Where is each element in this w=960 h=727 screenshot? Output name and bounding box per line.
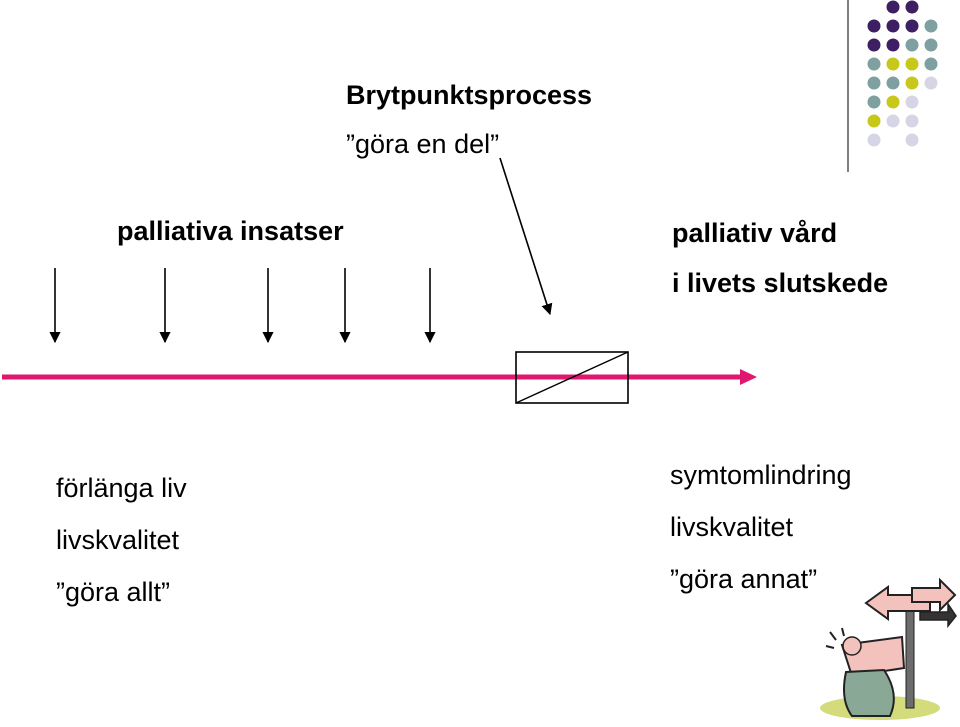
corner-dot <box>886 38 900 52</box>
corner-dot <box>886 57 900 71</box>
corner-dot <box>924 19 938 33</box>
right-heading-line-2: i livets slutskede <box>672 268 889 298</box>
corner-dot <box>924 57 938 71</box>
corner-dot <box>886 114 900 128</box>
page-title: Brytpunktsprocess <box>346 80 593 110</box>
corner-dot <box>905 19 919 33</box>
transition-box-diagonal <box>515 351 629 404</box>
list-item: ”göra allt” <box>56 577 171 607</box>
corner-dot <box>867 57 881 71</box>
corner-dot <box>905 133 919 147</box>
corner-dot <box>886 19 900 33</box>
transition-box <box>515 351 629 404</box>
list-item: livskvalitet <box>670 512 794 542</box>
corner-dot <box>924 38 938 52</box>
corner-dot <box>905 0 919 14</box>
corner-dot <box>867 133 881 147</box>
corner-dot <box>867 114 881 128</box>
corner-dot-grid <box>867 0 938 147</box>
corner-dot <box>924 76 938 90</box>
right-list: symtomlindring livskvalitet ”göra annat” <box>670 461 852 617</box>
corner-dot <box>886 95 900 109</box>
corner-dot <box>886 0 900 14</box>
right-heading-line-1: palliativ vård <box>672 218 838 248</box>
signpost-clipart <box>820 577 957 720</box>
corner-dot <box>867 19 881 33</box>
corner-dot <box>905 114 919 128</box>
corner-dot <box>886 76 900 90</box>
corner-dot <box>867 95 881 109</box>
corner-dot <box>905 76 919 90</box>
corner-dot <box>905 38 919 52</box>
transition-arrow <box>499 157 553 316</box>
left-heading: palliativa insatser <box>117 216 344 246</box>
corner-dot <box>905 95 919 109</box>
corner-dot <box>905 57 919 71</box>
left-list: förlänga liv livskvalitet ”göra allt” <box>56 474 187 630</box>
timeline-arrowhead <box>740 369 757 385</box>
corner-dot <box>867 76 881 90</box>
corner-dot <box>867 38 881 52</box>
subtitle: ”göra en del” <box>346 129 500 159</box>
list-item: förlänga liv <box>56 473 187 503</box>
list-item: symtomlindring <box>670 460 852 490</box>
list-item: ”göra annat” <box>670 564 818 594</box>
list-item: livskvalitet <box>56 525 180 555</box>
